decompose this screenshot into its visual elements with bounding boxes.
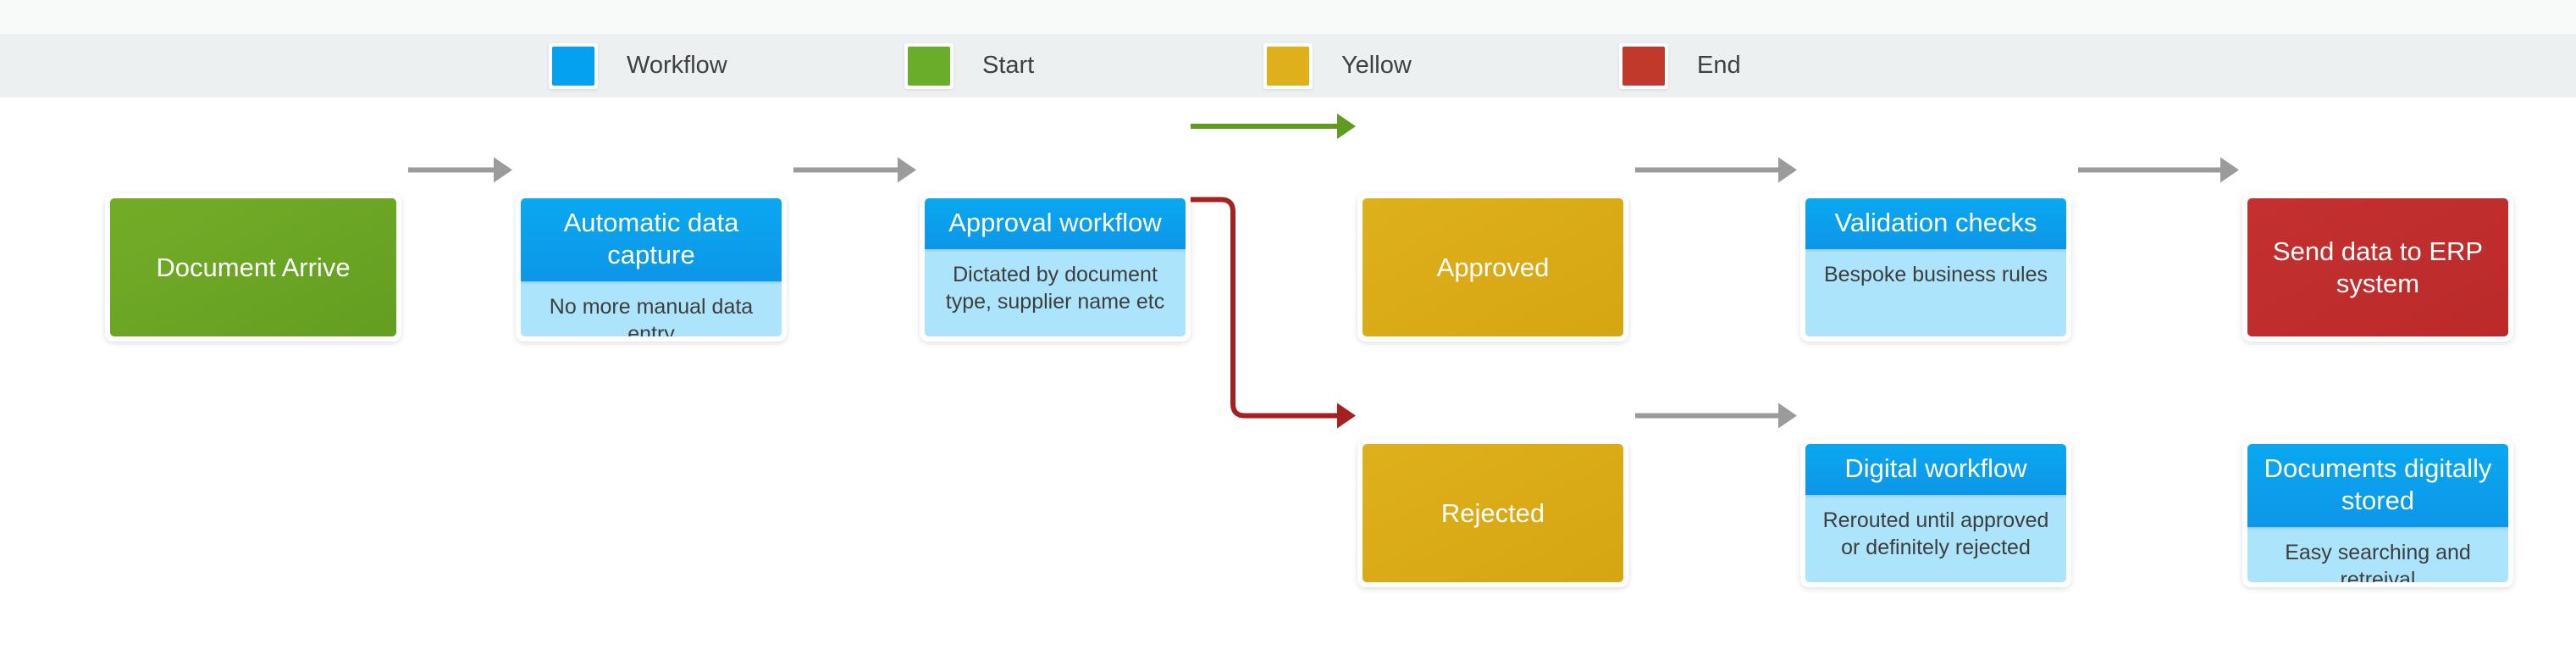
node-subtitle: Bespoke business rules — [1805, 248, 2066, 336]
node-title: Rejected — [1440, 497, 1545, 528]
node-rejected[interactable]: Rejected — [1357, 439, 1628, 587]
legend-bar: Workflow Start Yellow End — [0, 34, 2576, 97]
legend-swatch-end — [1619, 42, 1668, 89]
node-title: Digital workflow — [1805, 444, 2066, 495]
legend-swatch-yellow — [1263, 42, 1313, 89]
top-strip — [0, 0, 2576, 34]
legend-label: End — [1697, 52, 1741, 79]
arrow-approval-to-approved-head — [1337, 114, 1356, 139]
arrow-approval-to-rejected-head — [1337, 403, 1356, 429]
legend-item-workflow[interactable]: Workflow — [549, 34, 727, 97]
node-title: Approved — [1436, 252, 1550, 282]
legend-item-end[interactable]: End — [1619, 34, 1741, 97]
legend-swatch-workflow — [549, 42, 598, 89]
arrow-validation-to-erp-head — [2220, 157, 2239, 183]
arrow-rejected-to-digital-head — [1778, 403, 1797, 429]
arrow-arrive-to-capture-head — [494, 157, 512, 183]
connector-layer — [408, 114, 2391, 429]
node-title: Send data to ERP system — [2272, 236, 2484, 298]
node-title: Automatic data capture — [521, 198, 782, 281]
node-subtitle: Rerouted until approved or definitely re… — [1805, 494, 2066, 582]
node-subtitle: Easy searching and retreival — [2247, 526, 2508, 582]
node-subtitle: No more manual data entry — [521, 281, 782, 336]
node-title: Validation checks — [1805, 198, 2066, 249]
legend-item-start[interactable]: Start — [904, 34, 1034, 97]
node-title: Approval workflow — [925, 198, 1186, 249]
arrow-approved-to-validation-head — [1778, 157, 1797, 183]
node-subtitle: Dictated by document type, supplier name… — [925, 248, 1186, 336]
arrow-capture-to-approval-head — [898, 157, 916, 183]
node-document-arrive[interactable]: Document Arrive — [105, 193, 401, 342]
node-title: Document Arrive — [156, 252, 351, 282]
legend-label: Workflow — [627, 52, 727, 79]
legend-swatch-start — [904, 42, 954, 89]
node-title: Documents digitally stored — [2247, 444, 2508, 527]
legend-item-yellow[interactable]: Yellow — [1263, 34, 1412, 97]
legend-label: Yellow — [1341, 52, 1412, 79]
legend-label: Start — [982, 52, 1035, 79]
node-approved[interactable]: Approved — [1357, 193, 1628, 342]
arrow-approval-to-rejected — [1191, 197, 1339, 419]
node-send-data-to-erp-system[interactable]: Send data to ERP system — [2242, 193, 2513, 342]
